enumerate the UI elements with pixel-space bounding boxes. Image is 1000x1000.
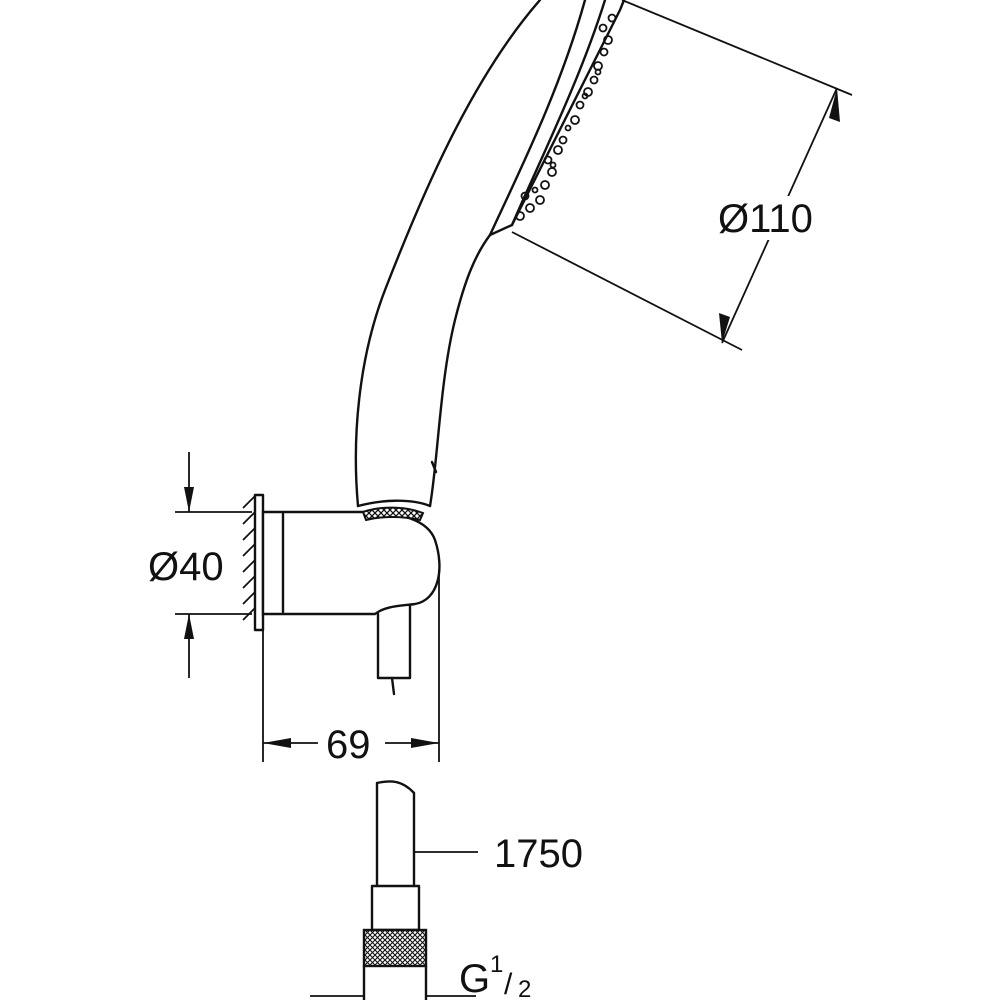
handle-notch [430,460,438,474]
wall-hatching [242,495,256,621]
spray-nozzles [515,13,617,221]
thread-slash: / [504,968,513,1000]
shower-handle [354,0,542,508]
hose-outlet-break [390,676,396,696]
head-diameter-label: Ø110 [718,197,813,241]
head-diameter-dimension: Ø110 [511,0,853,351]
holder-diameter-dimension: Ø40 [148,452,252,678]
hand-shower [354,0,626,508]
thread-label: G 1 / 2 [459,951,531,1000]
wall-holder [242,493,441,696]
hose-body [375,780,416,888]
thread-letter: G [459,957,490,1000]
shower-head-face [488,0,626,237]
shower-head-face-inner [510,0,607,227]
thread-denominator: 2 [518,976,531,1000]
holder-knurl [361,506,425,522]
hose-outlet [376,604,412,680]
shower-handle-bottom [356,499,432,508]
holder-depth-label: 69 [326,723,371,767]
holder-depth-dimension: 69 [262,570,440,767]
holder-body [261,510,441,616]
hose: 1750 [310,780,583,1000]
shower-head-rim [488,0,587,237]
hose-connector [362,964,428,1000]
holder-diameter-label: Ø40 [148,545,224,589]
thread-numerator: 1 [490,951,503,978]
shower-handle-inner-edge [428,233,492,508]
hose-nut [362,928,428,968]
hose-ferrule [370,884,421,932]
hose-length-label: 1750 [494,832,583,876]
